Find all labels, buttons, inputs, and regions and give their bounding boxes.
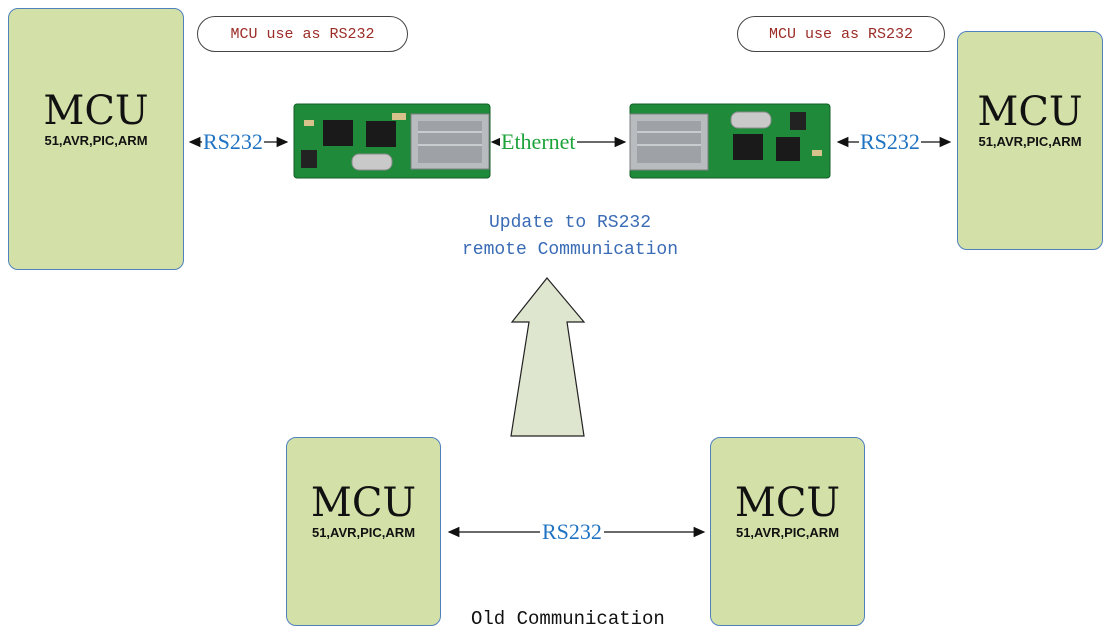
label-ethernet: Ethernet (500, 129, 577, 154)
right-module-board (629, 103, 831, 179)
caption-update-line2: remote Communication (461, 240, 679, 260)
left-module-board (293, 103, 491, 179)
note-right: MCU use as RS232 (737, 16, 945, 52)
label-rs232-bottom: RS232 (540, 519, 604, 544)
mcu-box-bottom-right: MCU 51,AVR,PIC,ARM (710, 437, 865, 626)
mcu-subtitle: 51,AVR,PIC,ARM (978, 134, 1082, 149)
caption-update: Update to RS232 remote Communication (430, 210, 710, 264)
note-left: MCU use as RS232 (197, 16, 408, 52)
mcu-title: MCU (734, 480, 841, 526)
upgrade-arrow (510, 277, 586, 437)
label-rs232-right: RS232 (859, 129, 921, 154)
mcu-title: MCU (43, 88, 149, 134)
mcu-subtitle: 51,AVR,PIC,ARM (44, 133, 148, 148)
mcu-subtitle: 51,AVR,PIC,ARM (311, 525, 416, 540)
mcu-title: MCU (977, 89, 1083, 135)
caption-update-line1: Update to RS232 (488, 213, 652, 233)
mcu-box-top-right: MCU 51,AVR,PIC,ARM (957, 31, 1103, 250)
label-rs232-left: RS232 (202, 129, 264, 154)
mcu-title: MCU (310, 480, 417, 526)
mcu-subtitle: 51,AVR,PIC,ARM (735, 525, 840, 540)
caption-old: Old Communication (471, 608, 665, 630)
mcu-box-bottom-left: MCU 51,AVR,PIC,ARM (286, 437, 441, 626)
mcu-box-top-left: MCU 51,AVR,PIC,ARM (8, 8, 184, 270)
